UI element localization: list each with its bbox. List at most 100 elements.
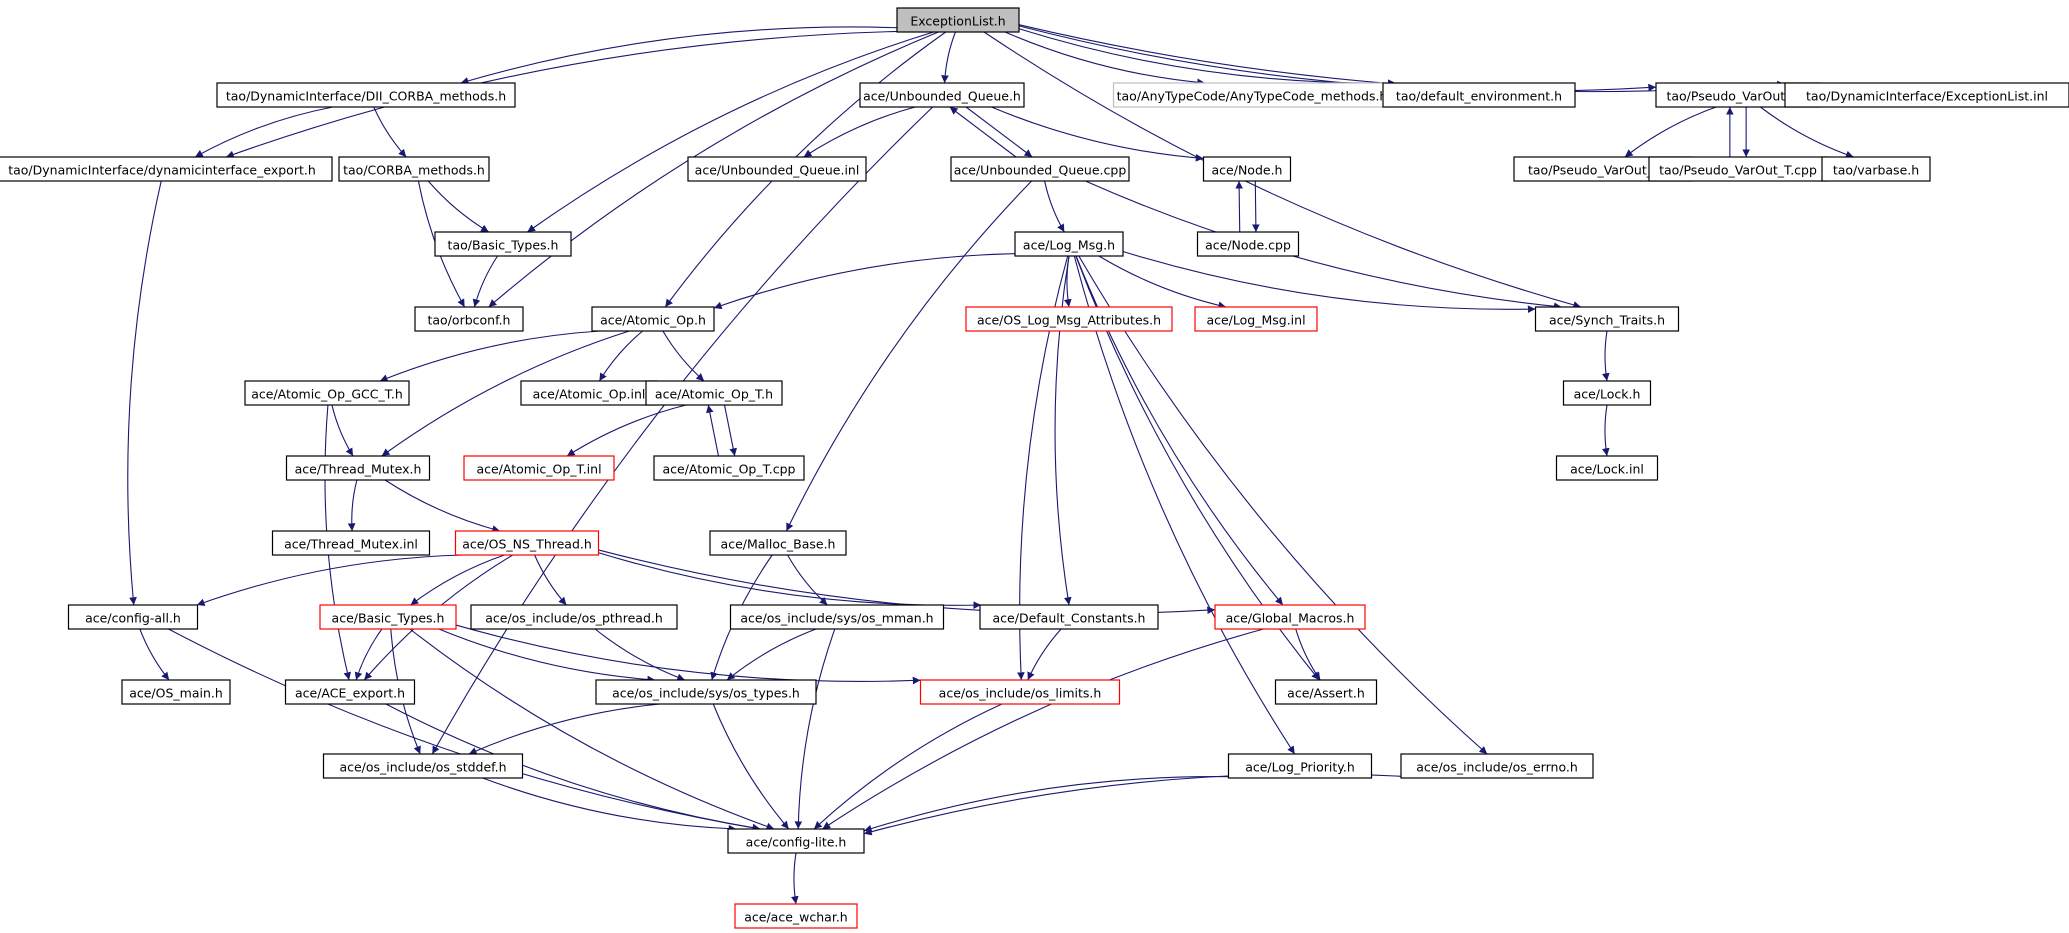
node-tao-corba-methods-h[interactable]: tao/CORBA_methods.h bbox=[338, 156, 490, 182]
node-os-ns-thread-h[interactable]: ace/OS_NS_Thread.h bbox=[454, 530, 600, 556]
edge-ace-basic-types-h-to-os-limits-h bbox=[455, 624, 921, 685]
node-box bbox=[319, 604, 457, 630]
node-label: ace/Unbounded_Queue.h bbox=[863, 89, 1021, 104]
node-anytypecode-methods-h[interactable]: tao/AnyTypeCode/AnyTypeCode_methods.h bbox=[1112, 82, 1392, 108]
node-label: ace/os_include/os_limits.h bbox=[939, 686, 1102, 701]
node-default-constants-h[interactable]: ace/Default_Constants.h bbox=[979, 604, 1159, 630]
node-config-all-h[interactable]: ace/config-all.h bbox=[67, 604, 199, 630]
edge-ace-export-h-to-config-lite-h bbox=[385, 703, 761, 832]
node-synch-traits-h[interactable]: ace/Synch_Traits.h bbox=[1534, 306, 1680, 332]
node-os-main-h[interactable]: ace/OS_main.h bbox=[121, 679, 231, 705]
node-thread-mutex-inl[interactable]: ace/Thread_Mutex.inl bbox=[271, 530, 431, 556]
edge-log-msg-h-to-atomic-op-h bbox=[713, 253, 1016, 310]
node-os-limits-h[interactable]: ace/os_include/os_limits.h bbox=[919, 679, 1121, 705]
node-label: ace/OS_NS_Thread.h bbox=[462, 537, 592, 552]
edge-os-ns-thread-h-to-ace-basic-types-h bbox=[410, 554, 505, 606]
node-os-stddef-h[interactable]: ace/os_include/os_stddef.h bbox=[322, 753, 524, 779]
node-label: ace/Assert.h bbox=[1287, 686, 1365, 701]
node-box bbox=[1784, 82, 2069, 108]
node-exceptionlist-h[interactable]: ExceptionList.h bbox=[896, 7, 1020, 33]
node-lock-h[interactable]: ace/Lock.h bbox=[1562, 380, 1652, 406]
node-box bbox=[591, 306, 715, 332]
node-log-msg-inl[interactable]: ace/Log_Msg.inl bbox=[1194, 306, 1318, 332]
node-dii-corba-methods-h[interactable]: tao/DynamicInterface/DII_CORBA_methods.h bbox=[216, 82, 516, 108]
node-label: ace/ACE_export.h bbox=[295, 686, 405, 701]
node-box bbox=[896, 7, 1020, 33]
node-log-priority-h[interactable]: ace/Log_Priority.h bbox=[1227, 753, 1373, 779]
node-dynamicinterface-export-h[interactable]: tao/DynamicInterface/dynamicinterface_ex… bbox=[0, 156, 333, 182]
edge-ace-basic-types-h-to-config-lite-h bbox=[409, 628, 775, 831]
node-atomic-op-t-h[interactable]: ace/Atomic_Op_T.h bbox=[645, 380, 783, 406]
node-ace-wchar-h[interactable]: ace/ace_wchar.h bbox=[734, 903, 858, 929]
node-atomic-op-h[interactable]: ace/Atomic_Op.h bbox=[591, 306, 715, 332]
node-pseudo-varout-t-cpp[interactable]: tao/Pseudo_VarOut_T.cpp bbox=[1648, 156, 1828, 182]
edge-node-cpp-to-node-h bbox=[1235, 180, 1243, 233]
node-box bbox=[950, 156, 1130, 182]
node-label: ace/Unbounded_Queue.cpp bbox=[954, 163, 1127, 178]
node-atomic-op-gcc-t-h[interactable]: ace/Atomic_Op_GCC_T.h bbox=[244, 380, 410, 406]
node-config-lite-h[interactable]: ace/config-lite.h bbox=[727, 828, 865, 854]
node-os-types-h[interactable]: ace/os_include/sys/os_types.h bbox=[595, 679, 817, 705]
node-box bbox=[1227, 753, 1373, 779]
edge-atomic-op-t-h-to-atomic-op-t-cpp bbox=[723, 404, 737, 457]
node-thread-mutex-h[interactable]: ace/Thread_Mutex.h bbox=[285, 455, 431, 481]
edge-unbounded-queue-h-to-node-h bbox=[991, 106, 1204, 162]
node-ace-export-h[interactable]: ace/ACE_export.h bbox=[284, 679, 416, 705]
node-os-pthread-h[interactable]: ace/os_include/os_pthread.h bbox=[470, 604, 678, 630]
node-label: tao/DynamicInterface/dynamicinterface_ex… bbox=[8, 163, 316, 178]
edge-default-constants-h-to-os-limits-h bbox=[1027, 628, 1062, 681]
node-label: ace/Atomic_Op_GCC_T.h bbox=[251, 387, 403, 402]
node-layer: ExceptionList.h tao/DynamicInterface/DII_… bbox=[0, 7, 2069, 929]
node-label: tao/CORBA_methods.h bbox=[343, 163, 485, 178]
node-node-h[interactable]: ace/Node.h bbox=[1202, 156, 1292, 182]
node-varbase-h[interactable]: tao/varbase.h bbox=[1821, 156, 1931, 182]
node-atomic-op-t-cpp[interactable]: ace/Atomic_Op_T.cpp bbox=[653, 455, 805, 481]
node-label: ace/Synch_Traits.h bbox=[1549, 313, 1665, 328]
node-ace-basic-types-h[interactable]: ace/Basic_Types.h bbox=[319, 604, 457, 630]
node-unbounded-queue-inl[interactable]: ace/Unbounded_Queue.inl bbox=[687, 156, 867, 182]
node-label: ace/Node.h bbox=[1212, 163, 1283, 178]
node-label: tao/AnyTypeCode/AnyTypeCode_methods.h bbox=[1117, 89, 1388, 104]
node-label: tao/default_environment.h bbox=[1396, 89, 1562, 104]
edge-atomic-op-h-to-thread-mutex-h bbox=[381, 330, 630, 457]
node-label: tao/Pseudo_VarOut_T.cpp bbox=[1659, 163, 1817, 178]
node-label: tao/Basic_Types.h bbox=[448, 238, 559, 253]
node-label: ace/Atomic_Op.h bbox=[600, 313, 706, 328]
node-atomic-op-t-inl[interactable]: ace/Atomic_Op_T.inl bbox=[463, 455, 615, 481]
edge-pseudo-varout-t-h-to-pseudo-varout-t-inl bbox=[1624, 106, 1717, 158]
edge-atomic-op-h-to-atomic-op-inl bbox=[598, 330, 643, 382]
node-assert-h[interactable]: ace/Assert.h bbox=[1274, 679, 1378, 705]
node-tao-basic-types-h[interactable]: tao/Basic_Types.h bbox=[434, 231, 572, 257]
node-lock-inl[interactable]: ace/Lock.inl bbox=[1555, 455, 1659, 481]
node-label: ace/os_include/os_errno.h bbox=[1416, 760, 1578, 775]
node-node-cpp[interactable]: ace/Node.cpp bbox=[1196, 231, 1300, 257]
node-box bbox=[0, 156, 333, 182]
edge-unbounded-queue-cpp-to-synch-traits-h bbox=[1085, 180, 1562, 311]
node-malloc-base-h[interactable]: ace/Malloc_Base.h bbox=[709, 530, 847, 556]
edge-exceptionlist-h-to-dynamicinterface-export-h bbox=[225, 30, 898, 159]
node-unbounded-queue-cpp[interactable]: ace/Unbounded_Queue.cpp bbox=[950, 156, 1130, 182]
node-exceptionlist-inl[interactable]: tao/DynamicInterface/ExceptionList.inl bbox=[1784, 82, 2069, 108]
node-os-log-msg-attributes-h[interactable]: ace/OS_Log_Msg_Attributes.h bbox=[965, 306, 1173, 332]
node-label: ace/Log_Msg.inl bbox=[1206, 313, 1305, 328]
edge-exceptionlist-h-to-unbounded-queue-h bbox=[941, 31, 956, 84]
node-label: tao/DynamicInterface/DII_CORBA_methods.h bbox=[226, 89, 506, 104]
edge-config-all-h-to-os-main-h bbox=[139, 628, 170, 681]
edge-exceptionlist-h-to-pseudo-varout-t-h bbox=[1018, 25, 1657, 92]
node-box bbox=[216, 82, 516, 108]
node-label: ace/Atomic_Op_T.inl bbox=[476, 462, 601, 477]
node-box bbox=[1555, 455, 1659, 481]
edge-synch-traits-h-to-lock-h bbox=[1601, 330, 1610, 382]
node-os-mman-h[interactable]: ace/os_include/sys/os_mman.h bbox=[729, 604, 945, 630]
node-label: tao/orbconf.h bbox=[428, 313, 511, 328]
node-unbounded-queue-h[interactable]: ace/Unbounded_Queue.h bbox=[859, 82, 1025, 108]
node-log-msg-h[interactable]: ace/Log_Msg.h bbox=[1014, 231, 1124, 257]
node-orbconf-h[interactable]: tao/orbconf.h bbox=[414, 306, 524, 332]
node-label: ace/Log_Msg.h bbox=[1023, 238, 1115, 253]
node-global-macros-h[interactable]: ace/Global_Macros.h bbox=[1214, 604, 1366, 630]
edge-exceptionlist-h-to-orbconf-h bbox=[488, 31, 939, 308]
node-atomic-op-inl[interactable]: ace/Atomic_Op.inl bbox=[520, 380, 658, 406]
node-os-errno-h[interactable]: ace/os_include/os_errno.h bbox=[1400, 753, 1594, 779]
node-default-environment-h[interactable]: tao/default_environment.h bbox=[1382, 82, 1576, 108]
edge-log-priority-h-to-config-lite-h bbox=[863, 776, 1229, 833]
